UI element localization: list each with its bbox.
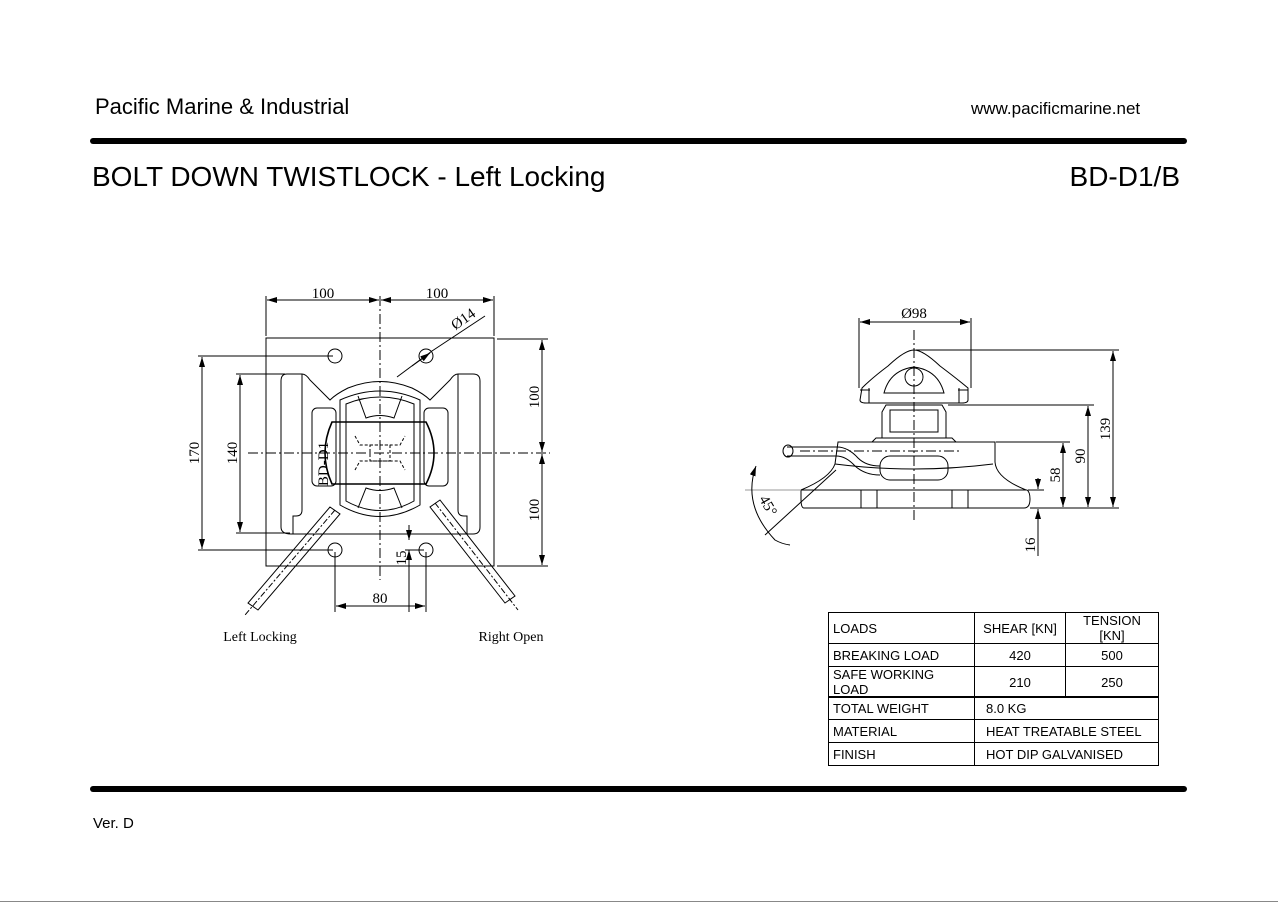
table-row: TOTAL WEIGHT 8.0 KG xyxy=(828,696,1159,720)
cone-housing xyxy=(339,390,421,517)
tension-value: 500 xyxy=(1065,643,1159,667)
dim-right-half: 100 xyxy=(426,286,449,302)
dim-plate-thickness: 16 xyxy=(1023,537,1039,553)
side-view: Ø98 139 90 58 16 45° xyxy=(745,306,1119,556)
property-label: MATERIAL xyxy=(828,719,975,743)
property-label: FINISH xyxy=(828,742,975,766)
top-view: 100 100 Ø14 170 140 100 100 80 15 BD-D1 … xyxy=(187,286,550,645)
row-label: BREAKING LOAD xyxy=(828,643,975,667)
dim-lower-half: 100 xyxy=(527,499,543,522)
table-row: SAFE WORKING LOAD 210 250 xyxy=(828,666,1159,698)
property-value: HEAT TREATABLE STEEL xyxy=(974,719,1159,743)
dim-inner-height: 140 xyxy=(225,442,241,465)
dim-upper-half: 100 xyxy=(527,386,543,409)
label-left-locking: Left Locking xyxy=(223,630,296,645)
row-label: SAFE WORKING LOAD xyxy=(828,666,975,698)
dim-height-58: 58 xyxy=(1048,468,1064,483)
handle-right-open xyxy=(429,499,519,611)
bottom-divider xyxy=(90,786,1187,792)
properties-table: TOTAL WEIGHT 8.0 KG MATERIAL HEAT TREATA… xyxy=(828,696,1159,766)
part-mark: BD-D1 xyxy=(316,442,332,486)
dim-outer-height: 170 xyxy=(187,442,203,465)
dim-offset: 15 xyxy=(394,551,410,566)
property-label: TOTAL WEIGHT xyxy=(828,696,975,720)
table-row: MATERIAL HEAT TREATABLE STEEL xyxy=(828,719,1159,743)
dim-left-half: 100 xyxy=(312,286,335,302)
property-value: 8.0 KG xyxy=(974,696,1159,720)
dim-head-diameter: Ø98 xyxy=(901,306,927,322)
shear-value: 210 xyxy=(974,666,1066,698)
page-edge-line xyxy=(0,901,1278,902)
dim-angle: 45° xyxy=(755,493,779,519)
base-plate-side xyxy=(800,489,1031,509)
dim-height-90: 90 xyxy=(1073,449,1089,464)
header-tension: TENSION [KN] xyxy=(1065,612,1159,644)
header-loads: LOADS xyxy=(828,612,975,644)
tension-value: 250 xyxy=(1065,666,1159,698)
table-header-row: LOADS SHEAR [KN] TENSION [KN] xyxy=(828,612,1159,644)
table-row: FINISH HOT DIP GALVANISED xyxy=(828,742,1159,766)
dim-hole-spacing: 80 xyxy=(373,591,388,607)
twistlock-head-side xyxy=(859,349,969,404)
header-shear: SHEAR [KN] xyxy=(974,612,1066,644)
property-value: HOT DIP GALVANISED xyxy=(974,742,1159,766)
label-right-open: Right Open xyxy=(479,630,544,645)
shear-value: 420 xyxy=(974,643,1066,667)
table-row: BREAKING LOAD 420 500 xyxy=(828,643,1159,667)
dim-total-height: 139 xyxy=(1098,418,1114,441)
loads-table: LOADS SHEAR [KN] TENSION [KN] BREAKING L… xyxy=(828,612,1159,698)
company-name: Pacific Marine & Industrial xyxy=(95,94,350,119)
website-link[interactable]: www.pacificmarine.net xyxy=(971,99,1141,118)
version-label: Ver. D xyxy=(93,815,134,832)
product-title: BOLT DOWN TWISTLOCK - Left Locking xyxy=(92,161,606,192)
twistlock-head xyxy=(324,421,435,485)
product-code: BD-D1/B xyxy=(1069,161,1180,192)
top-divider xyxy=(90,138,1187,144)
handle-left-locking xyxy=(244,506,341,616)
